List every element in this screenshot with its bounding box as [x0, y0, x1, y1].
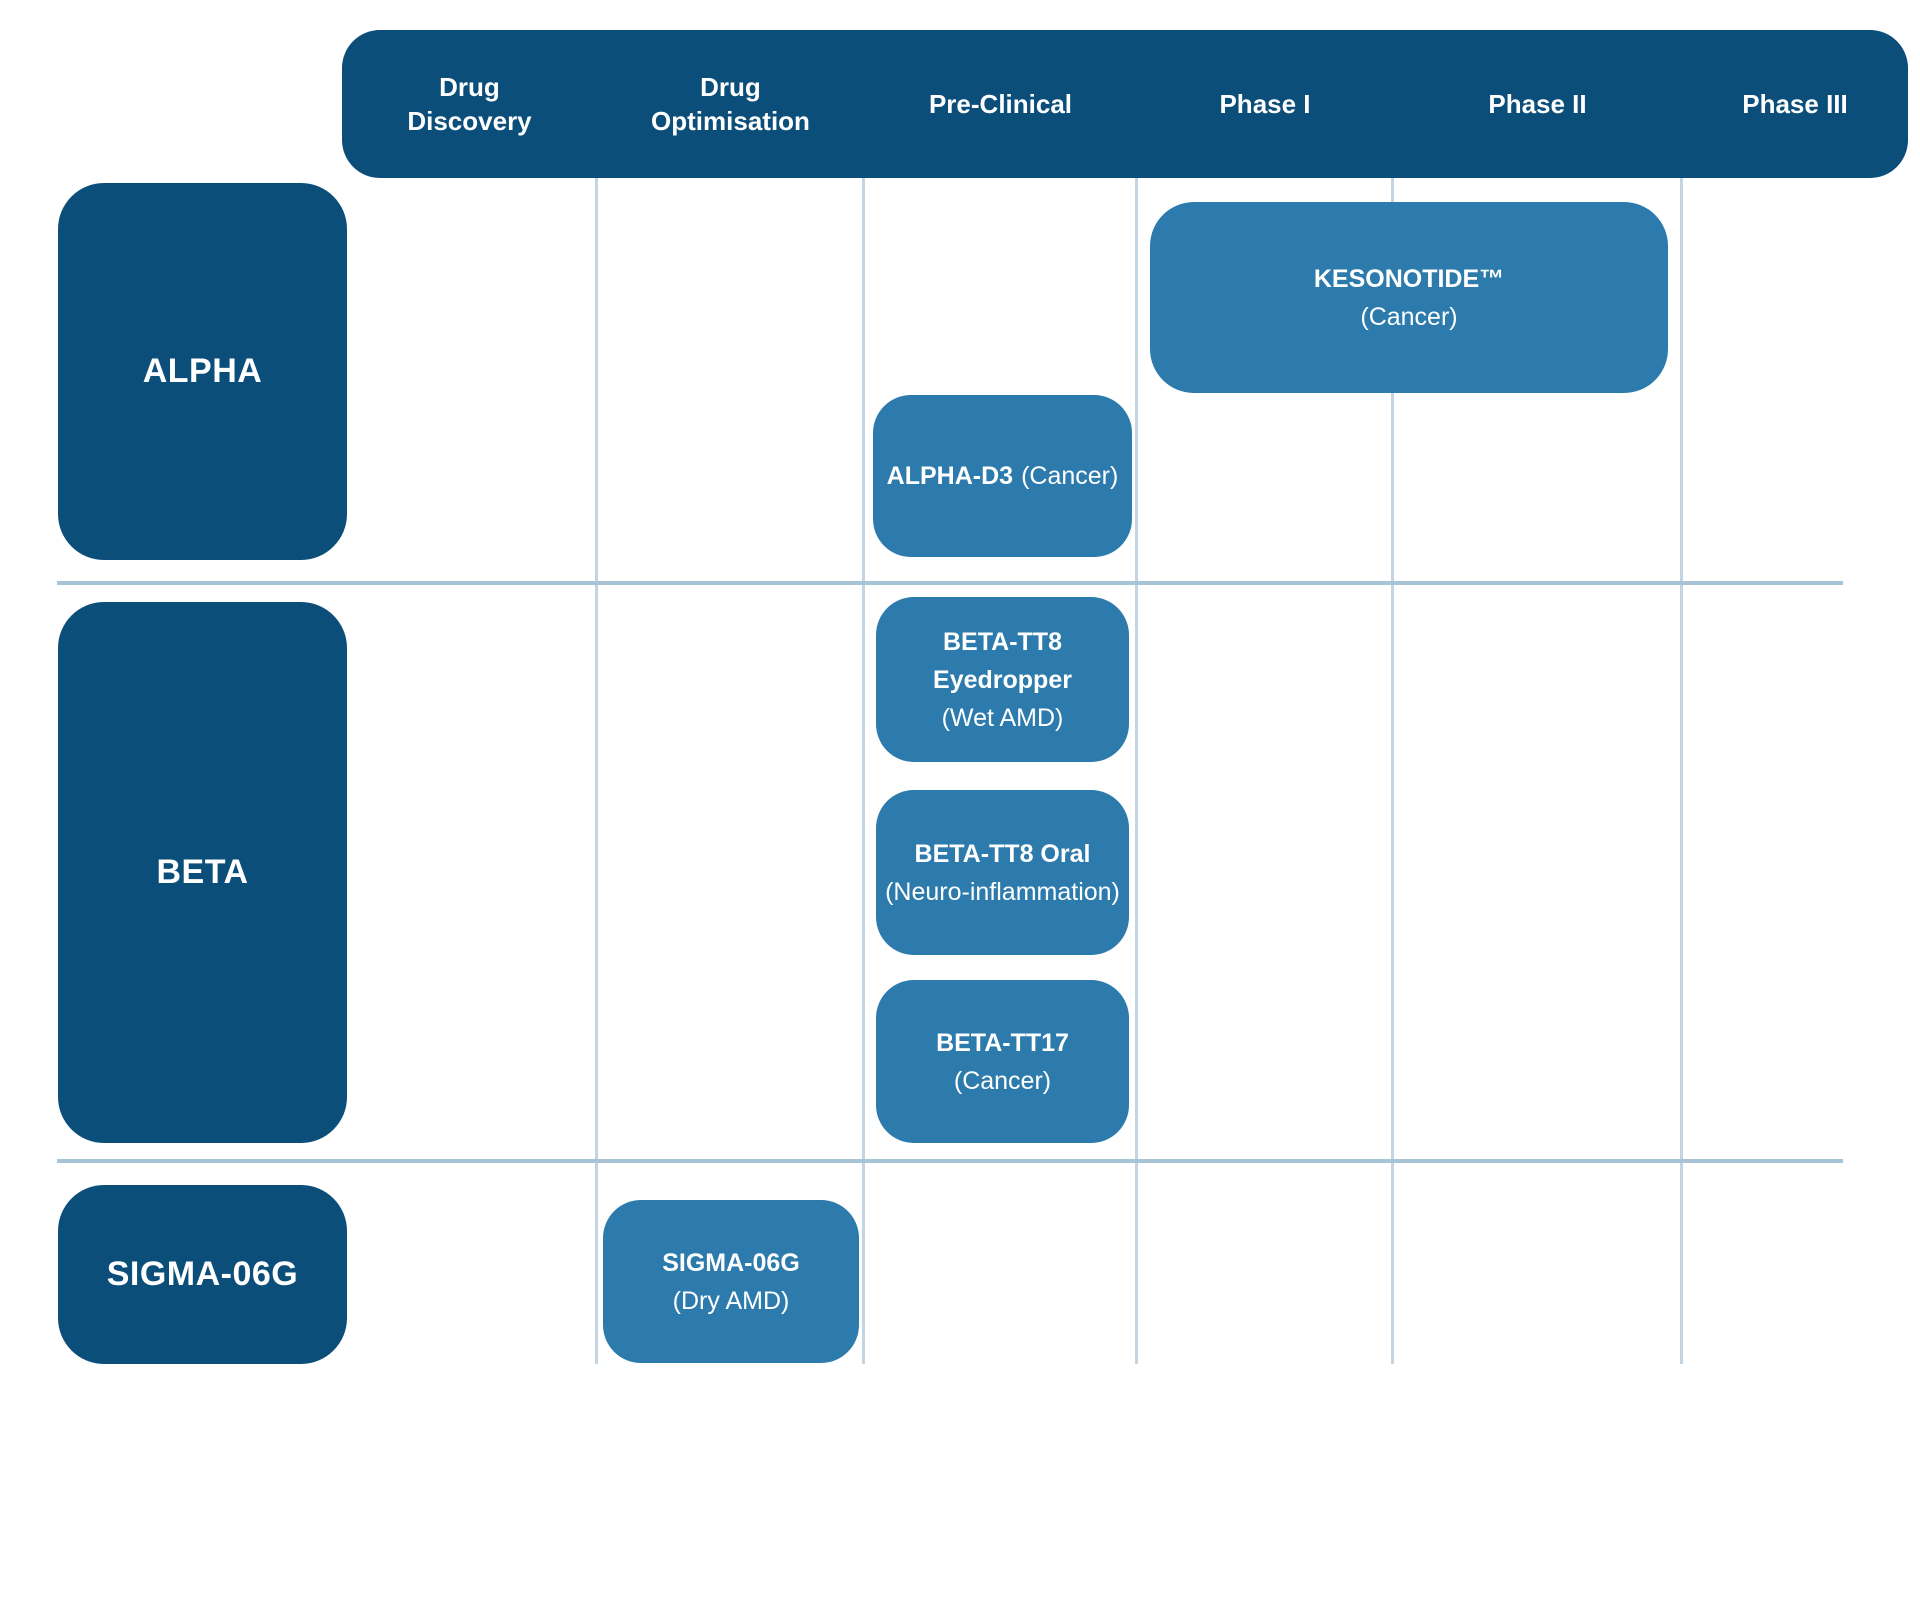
- bar-name: SIGMA-06G: [662, 1248, 800, 1277]
- pipeline-bar-beta-tt8-eyedropper: BETA-TT8 Eyedropper (Wet AMD): [876, 597, 1129, 762]
- program-label-sigma-06g: SIGMA-06G: [58, 1185, 347, 1364]
- bar-indication: (Neuro-inflammation): [885, 877, 1120, 906]
- stage-header-drug-optimisation: Drug Optimisation: [651, 72, 810, 136]
- column-gridline: [595, 178, 598, 1364]
- bar-indication: (Cancer): [953, 1066, 1052, 1095]
- pipeline-bar-beta-tt17: BETA-TT17 (Cancer): [876, 980, 1129, 1143]
- bar-indication: (Dry AMD): [672, 1286, 790, 1315]
- stage-header-bar: Drug Discovery Drug Optimisation Pre-Cli…: [342, 30, 1908, 178]
- pipeline-bar-alpha-d3: ALPHA-D3 (Cancer): [873, 395, 1132, 557]
- stage-header-pre-clinical: Pre-Clinical: [928, 89, 1073, 119]
- program-label-beta: BETA: [58, 602, 347, 1143]
- bar-indication: (Wet AMD): [941, 703, 1064, 732]
- bar-indication: (Cancer): [1360, 302, 1458, 331]
- pipeline-bar-beta-tt8-oral: BETA-TT8 Oral (Neuro-inflammation): [876, 790, 1129, 955]
- program-label-text: ALPHA: [142, 352, 263, 390]
- stage-header-phase-2: Phase II: [1488, 89, 1587, 119]
- bar-name: BETA-TT17: [936, 1028, 1069, 1057]
- bar-name: KESONOTIDE™: [1313, 264, 1505, 293]
- stage-header-phase-3: Phase III: [1742, 89, 1848, 119]
- column-gridline: [1391, 178, 1394, 1364]
- program-label-alpha: ALPHA: [58, 183, 347, 560]
- bar-name: ALPHA-D3: [886, 462, 1014, 490]
- column-gridline: [1135, 178, 1138, 1364]
- row-separator: [57, 581, 1843, 585]
- column-gridline: [1680, 178, 1683, 1364]
- stage-header-drug-discovery: Drug Discovery: [407, 72, 532, 136]
- program-label-text: BETA: [156, 853, 249, 891]
- row-separator: [57, 1159, 1843, 1163]
- bar-name: BETA-TT8 Oral: [914, 839, 1091, 868]
- program-label-text: SIGMA-06G: [106, 1255, 299, 1293]
- column-gridline: [862, 178, 865, 1364]
- bar-name: BETA-TT8 Eyedropper: [933, 627, 1072, 694]
- bar-indication: (Cancer): [1021, 462, 1119, 490]
- stage-header-phase-1: Phase I: [1219, 89, 1311, 119]
- pipeline-bar-sigma-06g: SIGMA-06G (Dry AMD): [603, 1200, 859, 1363]
- pipeline-bar-kesonotide: KESONOTIDE™ (Cancer): [1150, 202, 1668, 393]
